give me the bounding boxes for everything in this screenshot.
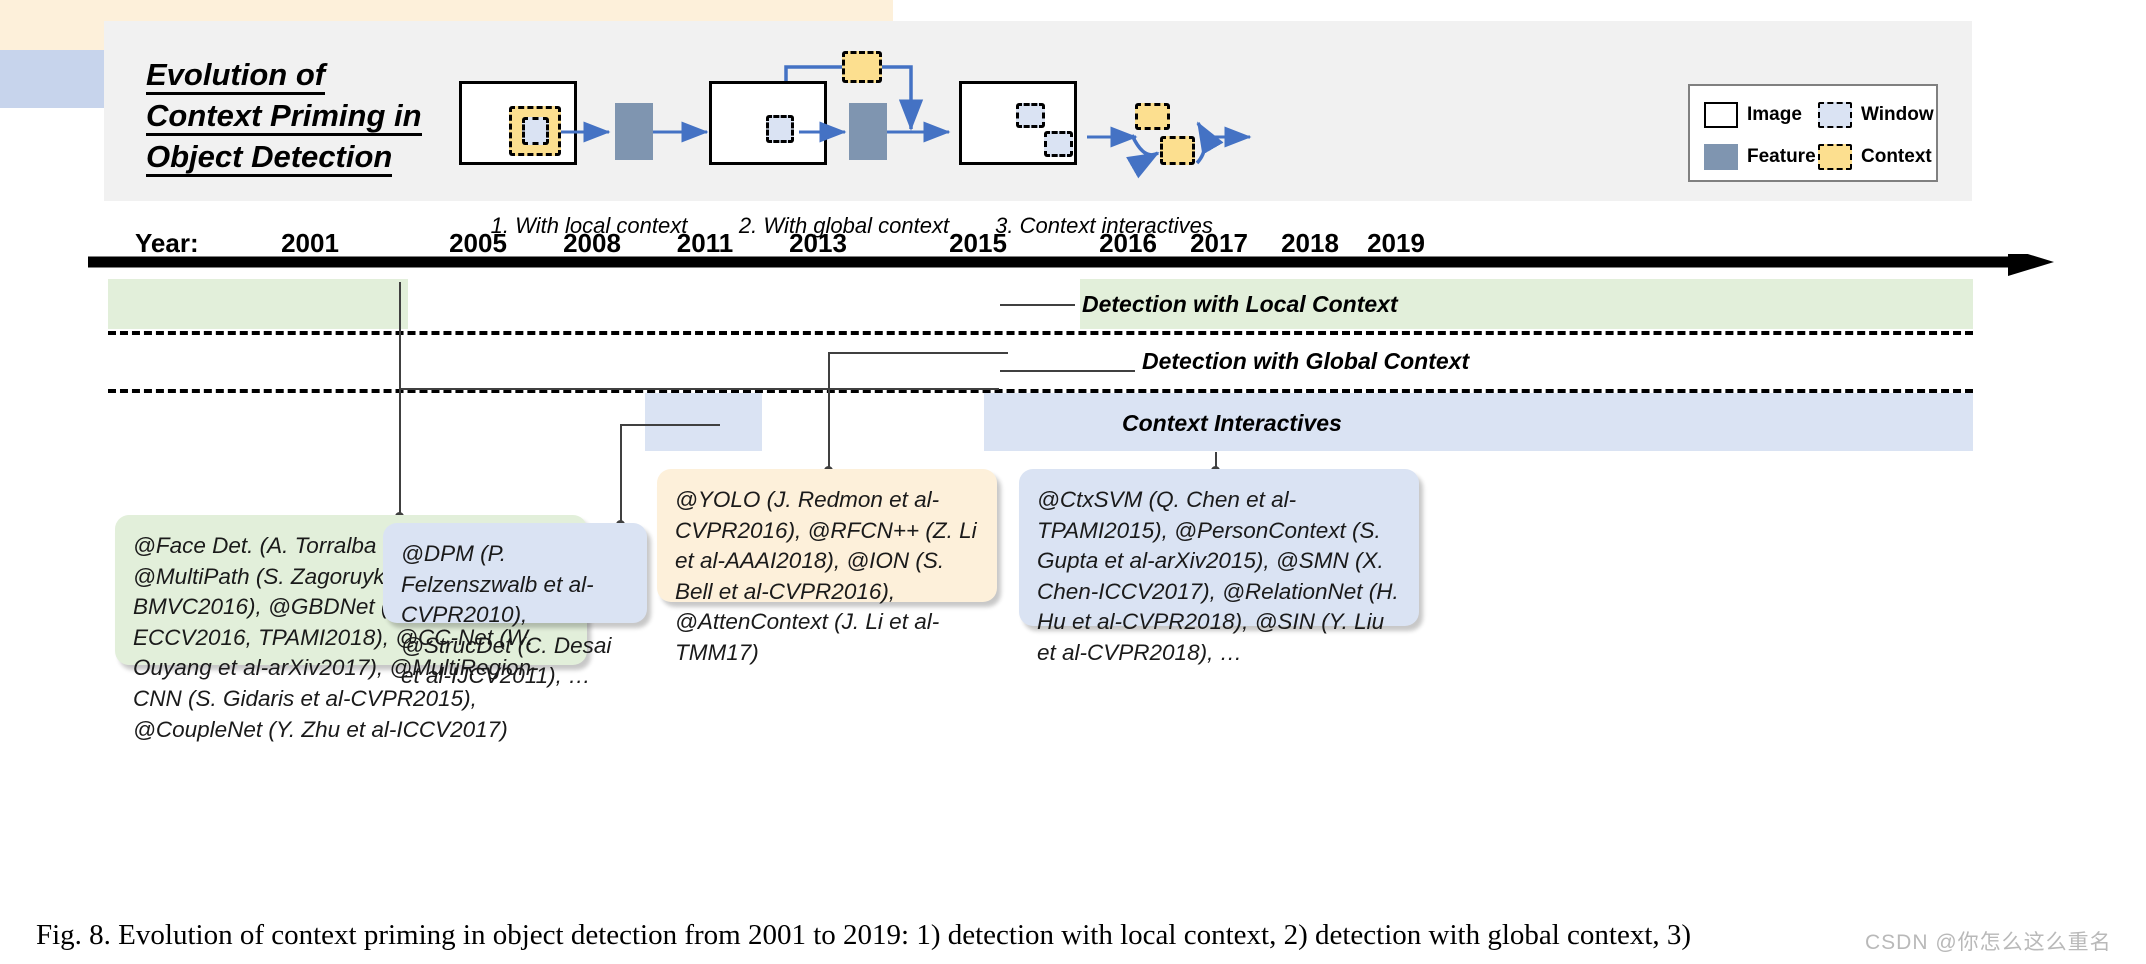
figure-title-line-3: Object Detection — [146, 139, 393, 178]
band-label-interactives: Context Interactives — [1122, 410, 1342, 436]
leader-global-horizontal — [1000, 370, 1135, 372]
year-tick-2017: 2017 — [1190, 228, 1248, 258]
leader-local-drop — [399, 388, 401, 516]
panel-caption-local: 1. With local context — [490, 213, 688, 238]
panel-context-interactives: 3. Context interactives — [954, 67, 1254, 238]
leader-interactives-vertical — [1215, 452, 1217, 472]
leader-dpm-horizontal — [620, 424, 720, 426]
feature-box — [615, 103, 653, 160]
legend-label-window: Window — [1861, 104, 1934, 125]
figure-title: Evolution of Context Priming in Object D… — [146, 54, 516, 178]
legend-label-feature: Feature — [1747, 146, 1816, 167]
panel-global-arrows — [784, 65, 951, 143]
year-tick-2001: 2001 — [281, 228, 339, 258]
leader-dpm-vertical — [620, 424, 622, 524]
panel-interactives-arrows — [1087, 121, 1252, 179]
context-box-1 — [1135, 103, 1170, 130]
leader-global-note-vertical — [828, 352, 830, 470]
figure-title-line-2: Context Priming in — [146, 98, 422, 137]
timeline-axis-label: Year: — [135, 228, 199, 258]
feature-box — [849, 103, 887, 160]
legend-item-image: Image — [1704, 102, 1802, 128]
leader-local-note-vertical — [399, 282, 401, 390]
band-label-local: Detection with Local Context — [1082, 291, 1398, 317]
watermark: CSDN @你怎么这么重名 — [1865, 931, 2112, 954]
band-local-gap — [408, 279, 1080, 329]
figure-title-line-1: Evolution of — [146, 57, 326, 95]
legend-label-image: Image — [1747, 104, 1802, 125]
year-tick-2018: 2018 — [1281, 228, 1339, 258]
note-global-context: @YOLO (J. Redmon et al-CVPR2016), @RFCN+… — [657, 469, 997, 665]
feature-swatch-icon — [1704, 144, 1738, 170]
year-tick-2015: 2015 — [949, 228, 1007, 258]
leader-global-note-horizontal — [828, 352, 1008, 354]
year-tick-2011: 2011 — [676, 228, 734, 258]
band-interactives-gap-mid — [762, 393, 984, 451]
band-local-right-segment — [1080, 279, 1973, 329]
panel-global-context: 2. With global context — [704, 51, 984, 238]
window-box — [766, 115, 794, 143]
figure-header-panel: Evolution of Context Priming in Object D… — [104, 21, 1972, 238]
window-swatch-icon — [1818, 102, 1852, 128]
year-tick-2019: 2019 — [1367, 228, 1425, 258]
band-local-left-segment — [108, 279, 408, 329]
window-box — [522, 117, 549, 145]
context-box — [842, 51, 882, 83]
note-context-interactives: @CtxSVM (Q. Chen et al-TPAMI2015), @Pers… — [1019, 469, 1419, 665]
image-swatch-icon — [1704, 102, 1738, 128]
year-tick-2016: 2016 — [1099, 228, 1157, 258]
leader-local-note-horizontal — [399, 388, 999, 390]
band-label-global: Detection with Global Context — [1142, 348, 1470, 374]
panel-local-arrows — [561, 121, 709, 143]
year-tick-2013: 2013 — [789, 228, 847, 258]
band-divider-2 — [108, 389, 1973, 393]
legend-item-context: Context — [1818, 144, 1932, 170]
window-box-2 — [1044, 131, 1073, 157]
timeline-axis-arrow — [88, 254, 2054, 276]
year-tick-2005: 2005 — [449, 228, 507, 258]
note-dpm: @DPM (P. Felzenszwalb et al-CVPR2010), @… — [383, 523, 647, 688]
legend-box: Image Window Feature Context — [1688, 84, 1938, 182]
panel-caption-interactives: 3. Context interactives — [995, 213, 1213, 238]
legend-item-window: Window — [1818, 102, 1934, 128]
context-box-2 — [1160, 136, 1195, 165]
legend-label-context: Context — [1861, 146, 1932, 167]
band-interactives-gap-left — [108, 393, 645, 451]
figure-caption: Fig. 8. Evolution of context priming in … — [36, 919, 1692, 951]
window-box-1 — [1016, 103, 1045, 128]
legend-item-feature: Feature — [1704, 144, 1816, 170]
panel-local-context: 1. With local context — [459, 67, 719, 238]
year-tick-2008: 2008 — [563, 228, 621, 258]
panel-caption-global: 2. With global context — [738, 213, 950, 238]
band-interactives-seg-2011 — [0, 50, 117, 108]
band-divider-1 — [108, 331, 1973, 335]
leader-local-horizontal — [1000, 304, 1075, 306]
context-swatch-icon — [1818, 144, 1852, 170]
